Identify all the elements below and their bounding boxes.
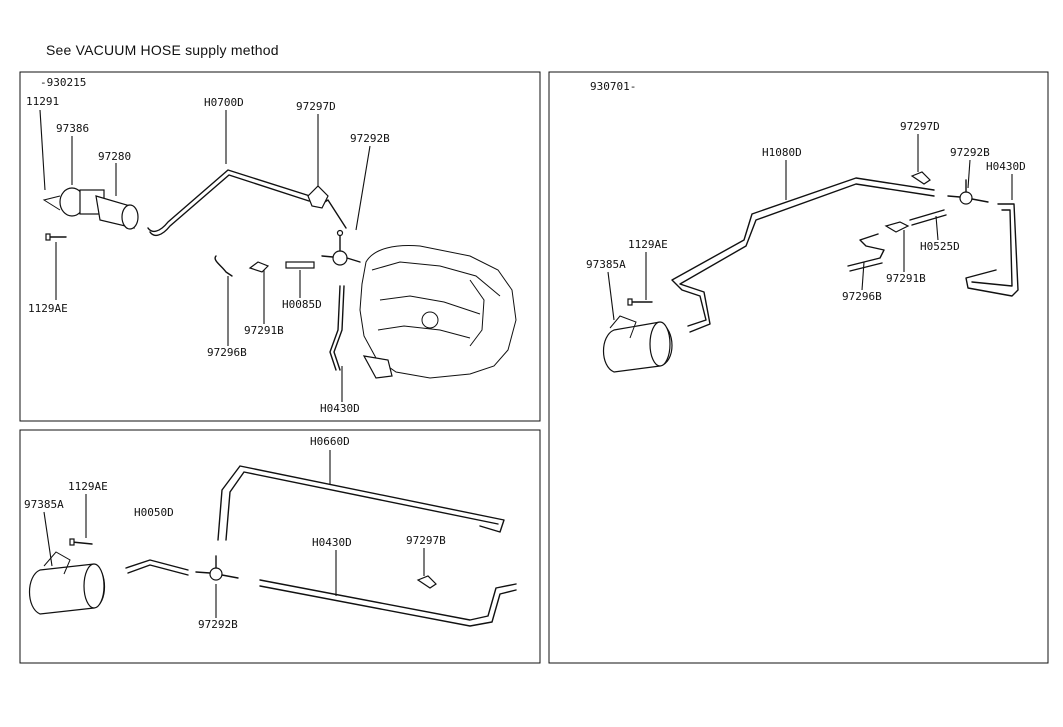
engine-block-drawing bbox=[359, 245, 517, 379]
clip-right bbox=[910, 171, 931, 185]
hose-down-top-left-edge bbox=[333, 285, 345, 371]
hose-mid-bottom-left bbox=[259, 579, 517, 621]
label-bolt-bottom: 1129AE bbox=[28, 302, 68, 315]
panel-right-frame bbox=[548, 71, 1049, 664]
label-hose-main: H0700D bbox=[204, 96, 244, 109]
hose-main-top-left-edge bbox=[149, 174, 310, 237]
hose-small-top-left bbox=[214, 255, 233, 277]
label-tee-r: 97292B bbox=[950, 146, 990, 159]
actuator-drawing-top-left bbox=[42, 187, 139, 230]
tee-top-left bbox=[321, 229, 361, 266]
panel-bottom-left-frame bbox=[19, 429, 541, 664]
hose-short-right bbox=[909, 209, 945, 221]
date-range-right: 930701- bbox=[590, 80, 636, 93]
label-cylinder: 97280 bbox=[98, 150, 131, 163]
panel-bottom-left: H0660D 1129AE 97385A H0050D H0430D 97297… bbox=[24, 435, 517, 631]
hose-short-right-edge bbox=[911, 214, 947, 226]
hose-long-bottom-left bbox=[217, 465, 505, 541]
label-hose-down: H0430D bbox=[320, 402, 360, 415]
bolt-right bbox=[627, 298, 653, 306]
label-bolt-top: 11291 bbox=[26, 95, 59, 108]
hose-main-right-edge bbox=[679, 183, 935, 333]
label-clip-r: 97297D bbox=[900, 120, 940, 133]
label-tee: 97292B bbox=[350, 132, 390, 145]
leader-actuator-bl bbox=[43, 511, 53, 567]
hose-main-right bbox=[671, 177, 935, 327]
label-hose-right-r: H0430D bbox=[986, 160, 1026, 173]
hose-right-right-edge bbox=[971, 209, 1013, 287]
bolt-bottom-left bbox=[69, 538, 93, 546]
panel-top-left-frame bbox=[19, 71, 541, 422]
label-connector-r: 97291B bbox=[886, 272, 926, 285]
label-hose-short-r: H0525D bbox=[920, 240, 960, 253]
hose-short-top-left bbox=[285, 261, 315, 269]
label-hose-mid: H0430D bbox=[312, 536, 352, 549]
label-clip: 97297D bbox=[296, 100, 336, 113]
connector-top-left bbox=[248, 261, 270, 273]
label-hose-small: 97296B bbox=[207, 346, 247, 359]
leader-hose-small-r bbox=[861, 261, 865, 291]
actuator-drawing-bottom-left bbox=[28, 551, 106, 615]
hose-right-right bbox=[965, 203, 1019, 297]
hose-down-top-left bbox=[329, 285, 341, 371]
label-hose-short-bl: H0050D bbox=[134, 506, 174, 519]
label-actuator-r: 97385A bbox=[586, 258, 626, 271]
leader-hose-short-r bbox=[935, 215, 939, 241]
leader-tee bbox=[355, 145, 371, 231]
hose-long-bottom-left-edge bbox=[225, 471, 499, 541]
bolt-top-left-lower bbox=[45, 233, 67, 241]
label-hose-short: H0085D bbox=[282, 298, 322, 311]
hose-small-right-edge bbox=[849, 262, 883, 272]
label-bolt-r: 1129AE bbox=[628, 238, 668, 251]
tee-right bbox=[947, 179, 989, 205]
panel-top-left: -930215 11291 97386 97280 H0700D 97297D … bbox=[26, 76, 517, 415]
label-actuator-bl: 97385A bbox=[24, 498, 64, 511]
vacuum-hose-note: See VACUUM HOSE supply method bbox=[46, 42, 279, 58]
leader-actuator-r bbox=[607, 271, 615, 321]
label-clip-bl: 97297B bbox=[406, 534, 446, 547]
hose-short-bottom-left-edge bbox=[127, 564, 189, 576]
tee-bottom-left bbox=[195, 555, 239, 581]
clip-top-left bbox=[307, 185, 329, 209]
panel-right: 930701- 97297D H1080D 97292B H0430D 1129… bbox=[586, 80, 1026, 373]
label-bolt: 1129AE bbox=[68, 480, 108, 493]
hose-small-right bbox=[847, 233, 885, 267]
label-hose-small-r: 97296B bbox=[842, 290, 882, 303]
connector-right bbox=[884, 221, 910, 233]
label-connector: 97291B bbox=[244, 324, 284, 337]
hose-mid-bottom-left-edge bbox=[259, 585, 517, 627]
clip-bottom-left bbox=[416, 575, 437, 589]
leader-bolt-top bbox=[39, 109, 46, 191]
leader-tee-r bbox=[967, 159, 971, 189]
label-hose-long: H0660D bbox=[310, 435, 350, 448]
label-actuator: 97386 bbox=[56, 122, 89, 135]
label-tee-bl: 97292B bbox=[198, 618, 238, 631]
hose-short-bottom-left bbox=[125, 559, 189, 571]
label-hose-main-r: H1080D bbox=[762, 146, 802, 159]
actuator-drawing-right bbox=[602, 315, 673, 373]
date-range-top-left: -930215 bbox=[40, 76, 86, 89]
